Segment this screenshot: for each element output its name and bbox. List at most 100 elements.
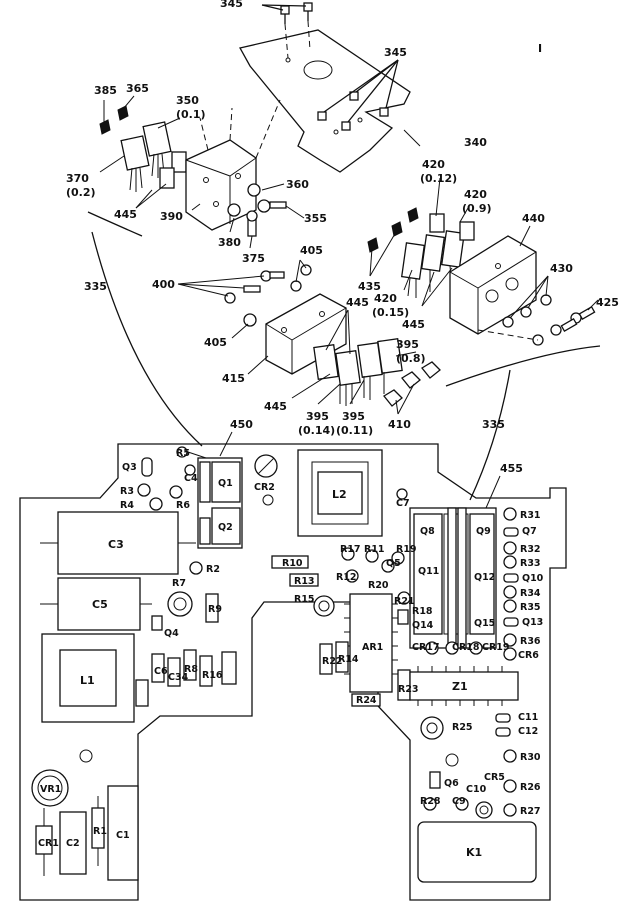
ref-label: R21 (394, 596, 415, 607)
callout: 350 (176, 94, 199, 107)
right-column-pads (381, 507, 519, 817)
callout: 345 (384, 46, 407, 59)
ref-label: R8 (184, 664, 198, 675)
ref-label: C7 (396, 498, 410, 509)
callout: 410 (388, 418, 411, 431)
component-labels: Q3 R5 C4 R3 R4 R6 Q1 Q2 CR2 L2 C3 R2 C5 … (38, 448, 544, 859)
callout: 430 (550, 262, 573, 275)
callout: 365 (126, 82, 149, 95)
arc-335-right-down (469, 369, 511, 501)
ref-label: C2 (66, 838, 80, 849)
ref-label: R19 (396, 544, 417, 555)
q6-component (429, 771, 441, 789)
ref-label: C9 (452, 796, 466, 807)
ref-label: Q9 (476, 526, 491, 537)
callout: 445 (114, 208, 137, 221)
callout: 405 (204, 336, 227, 349)
ref-label: Q14 (412, 620, 434, 631)
callout: 405 (300, 244, 323, 257)
k1-relay (417, 821, 537, 883)
ref-label: CR2 (254, 482, 275, 493)
page-marker: I (538, 42, 542, 55)
z1-chip (409, 666, 519, 706)
callout: 340 (464, 136, 487, 149)
ref-label: C4 (184, 473, 198, 484)
callout: 420 (464, 188, 487, 201)
ref-label: R24 (356, 695, 377, 706)
ref-label: R35 (520, 602, 541, 613)
ref-label: C11 (518, 712, 538, 723)
mounting-plate-340 (239, 29, 411, 173)
ref-label: Q1 (218, 478, 233, 489)
ref-label: C34 (168, 672, 189, 683)
ref-label: C1 (116, 830, 130, 841)
callout: 385 (94, 84, 117, 97)
callout: 355 (304, 212, 327, 225)
ref-label: C6 (154, 666, 168, 677)
ref-label: R4 (120, 500, 134, 511)
callout: 445 (402, 318, 425, 331)
ref-label: Q11 (418, 566, 439, 577)
upper-left-pads (79, 446, 459, 767)
exploded-view: I (66, 0, 619, 501)
callout: 435 (358, 280, 381, 293)
callout: 445 (346, 296, 369, 309)
ref-label: CR18 (452, 642, 480, 653)
callout: 395 (306, 410, 329, 423)
callout: 395 (342, 410, 365, 423)
leader-lines (99, 95, 599, 415)
ref-label: VR1 (40, 784, 61, 795)
ref-label: Q7 (522, 526, 537, 537)
hardware-left (227, 183, 287, 237)
ref-label: Q4 (164, 628, 179, 639)
callout: (0.1) (176, 108, 206, 121)
ref-label: R6 (176, 500, 190, 511)
callout: (0.15) (372, 306, 409, 319)
ref-label: CR6 (518, 650, 539, 661)
ref-label: C3 (108, 538, 124, 551)
ref-label: Z1 (452, 680, 468, 693)
ref-label: Q15 (474, 618, 495, 629)
right-transistors (367, 207, 475, 298)
board-callout: 455 (500, 462, 523, 475)
callout: 415 (222, 372, 245, 385)
callout: 445 (264, 400, 287, 413)
ref-label: CR19 (482, 642, 510, 653)
ref-label: R20 (368, 580, 389, 591)
ref-label: C10 (466, 784, 487, 795)
ref-label: C12 (518, 726, 538, 737)
ref-label: L2 (332, 488, 347, 501)
callout: 345 (220, 0, 243, 10)
hardware-right (477, 294, 596, 346)
ref-label: R25 (452, 722, 473, 733)
ref-label: K1 (466, 846, 482, 859)
callout: (0.11) (336, 424, 373, 437)
center-transistors (313, 338, 441, 407)
ref-label: Q12 (474, 572, 495, 583)
r15-pot (313, 595, 335, 617)
arc-335-right (445, 345, 601, 387)
ref-label: R10 (282, 558, 303, 569)
ref-label: R11 (364, 544, 385, 555)
c10-component (475, 801, 493, 819)
ref-label: R32 (520, 544, 541, 555)
callout: 335 (84, 280, 107, 293)
callout: 395 (396, 338, 419, 351)
ref-label: R22 (322, 656, 343, 667)
callout: 375 (242, 252, 265, 265)
callout: (0.9) (462, 202, 492, 215)
callout: 390 (160, 210, 183, 223)
ref-label: R9 (208, 604, 222, 615)
l1-inductor (41, 633, 135, 723)
ref-label: CR17 (412, 642, 440, 653)
heatsink-440 (449, 235, 537, 335)
ref-label: R23 (398, 684, 419, 695)
callout: 425 (596, 296, 619, 309)
callout: 360 (286, 178, 309, 191)
callout: (0.8) (396, 352, 426, 365)
ref-label: Q8 (420, 526, 435, 537)
ref-label: R1 (93, 826, 107, 837)
callout: 400 (152, 278, 175, 291)
arc-335-left-down (91, 231, 203, 447)
